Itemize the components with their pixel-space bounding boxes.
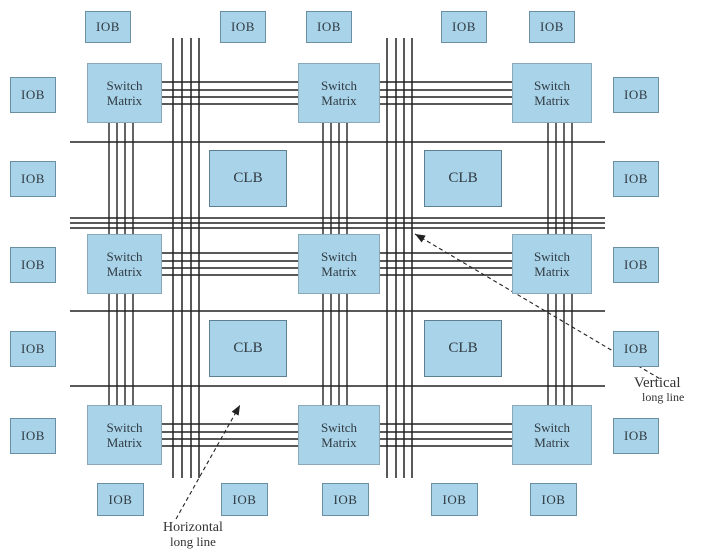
horizontal-long-line-arrowhead	[231, 405, 240, 416]
switch-matrix-r2-c2: Switch Matrix	[298, 234, 380, 294]
iob-top-4: IOB	[441, 11, 487, 43]
iob-top-2: IOB	[220, 11, 266, 43]
iob-bottom-5: IOB	[530, 483, 577, 516]
iob-top-3: IOB	[306, 11, 352, 43]
switch-matrix-r2-c3: Switch Matrix	[512, 234, 592, 294]
clb-r1-c1: CLB	[209, 150, 287, 207]
vertical-long-line-label-line2: long line	[642, 390, 685, 404]
vertical-long-line-arrowhead	[415, 234, 426, 243]
vertical-long-line-label: Vertical long line	[630, 376, 684, 404]
switch-matrix-r1-c3: Switch Matrix	[512, 63, 592, 123]
switch-matrix-r1-c1: Switch Matrix	[87, 63, 162, 123]
iob-right-4: IOB	[613, 331, 659, 367]
horizontal-long-line-label-line1: Horizontal	[163, 520, 223, 535]
vertical-long-line-label-line1: Vertical	[633, 375, 681, 391]
iob-left-2: IOB	[10, 161, 56, 197]
iob-right-3: IOB	[613, 247, 659, 283]
iob-left-1: IOB	[10, 77, 56, 113]
iob-bottom-3: IOB	[322, 483, 369, 516]
clb-r1-c2: CLB	[424, 150, 502, 207]
iob-right-1: IOB	[613, 77, 659, 113]
clb-r2-c1: CLB	[209, 320, 287, 377]
horizontal-long-line-pointer	[175, 404, 241, 520]
switch-matrix-r3-c3: Switch Matrix	[512, 405, 592, 465]
horizontal-long-line-label-line2: long line	[170, 534, 216, 549]
switch-matrix-r2-c1: Switch Matrix	[87, 234, 162, 294]
horizontal-long-line-label: Horizontal long line	[163, 521, 223, 549]
switch-matrix-r3-c1: Switch Matrix	[87, 405, 162, 465]
iob-top-5: IOB	[529, 11, 575, 43]
iob-left-4: IOB	[10, 331, 56, 367]
iob-left-3: IOB	[10, 247, 56, 283]
iob-bottom-4: IOB	[431, 483, 478, 516]
clb-r2-c2: CLB	[424, 320, 502, 377]
iob-right-5: IOB	[613, 418, 659, 454]
iob-bottom-1: IOB	[97, 483, 144, 516]
switch-matrix-r3-c2: Switch Matrix	[298, 405, 380, 465]
iob-bottom-2: IOB	[221, 483, 268, 516]
iob-right-2: IOB	[613, 161, 659, 197]
iob-top-1: IOB	[85, 11, 131, 43]
switch-matrix-r1-c2: Switch Matrix	[298, 63, 380, 123]
iob-left-5: IOB	[10, 418, 56, 454]
